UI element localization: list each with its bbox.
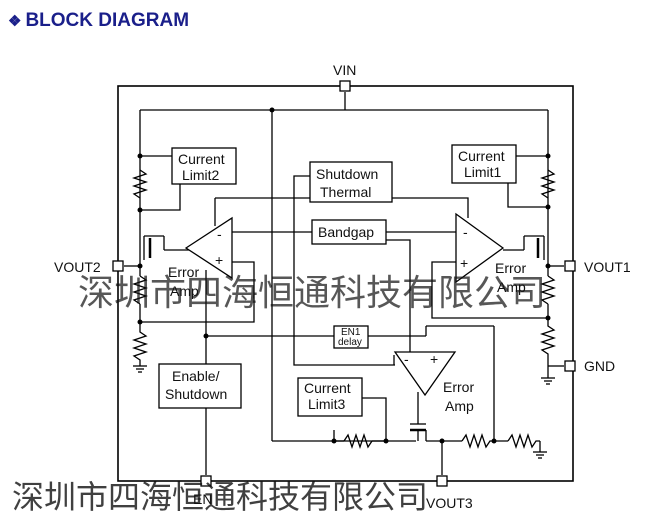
current-limit2-block: [171, 147, 237, 185]
gnd-pin: [564, 360, 576, 372]
diagram-heading: ❖BLOCK DIAGRAM: [8, 10, 189, 32]
en1-delay-line2: delay: [338, 337, 362, 348]
enable-shutdown-line2: Shutdown: [165, 386, 227, 402]
current-limit2-line1: Current: [178, 151, 225, 167]
vout2-pin: [112, 260, 124, 272]
amp3-plus: +: [430, 351, 438, 367]
bandgap-block: [311, 219, 387, 245]
amp1-minus: -: [463, 224, 468, 240]
current-limit3-block: [297, 377, 363, 417]
en1-delay-line1: EN1: [341, 327, 361, 338]
error-amp-2: [184, 216, 233, 280]
enable-shutdown-block: [158, 363, 242, 409]
current-limit1-block: [451, 144, 517, 184]
current-limit3-line2: Limit3: [308, 396, 346, 412]
amp2-plus: +: [215, 252, 223, 268]
amp1-plus: +: [460, 255, 468, 271]
diagram-title: BLOCK DIAGRAM: [25, 10, 190, 31]
current-limit2-line2: Limit2: [182, 167, 220, 183]
error-amp-1: [455, 212, 505, 284]
error-amp3-line1: Error: [443, 379, 474, 395]
bandgap-label: Bandgap: [318, 224, 374, 240]
enable-shutdown-line1: Enable/: [172, 368, 220, 384]
vout3-pin: [436, 475, 448, 487]
vout3-label: VOUT3: [426, 495, 473, 511]
vout2-label: VOUT2: [54, 259, 101, 275]
shutdown-thermal-line1: Shutdown: [316, 166, 378, 182]
current-limit3-line1: Current: [304, 380, 351, 396]
amp2-minus: -: [217, 226, 222, 242]
shutdown-thermal-line2: Thermal: [320, 184, 371, 200]
en1-delay-block: [333, 325, 369, 349]
error-amp2-line2: Amp: [170, 283, 199, 299]
error-amp1-line1: Error: [495, 260, 526, 276]
current-limit1-line2: Limit1: [464, 164, 502, 180]
error-amp-3: [393, 351, 457, 397]
watermark-bottom: 深圳市四海恒通科技有限公司: [12, 478, 428, 516]
current-limit1-line1: Current: [458, 148, 505, 164]
vin-pin: [339, 80, 351, 92]
en-pin: [200, 475, 212, 487]
en-label: EN: [193, 491, 212, 507]
watermark-center: 深圳市四海恒通科技有限公司: [78, 273, 546, 314]
error-amp3-line2: Amp: [445, 398, 474, 414]
error-amp2-line1: Error: [168, 264, 199, 280]
error-amp1-line2: Amp: [497, 279, 526, 295]
vout1-pin: [564, 260, 576, 272]
diamond-bullet-icon: ❖: [8, 13, 22, 30]
shutdown-thermal-block: [309, 161, 393, 203]
vin-label: VIN: [333, 62, 356, 78]
gnd-label: GND: [584, 358, 615, 374]
amp3-minus: -: [404, 351, 409, 367]
vout1-label: VOUT1: [584, 259, 631, 275]
